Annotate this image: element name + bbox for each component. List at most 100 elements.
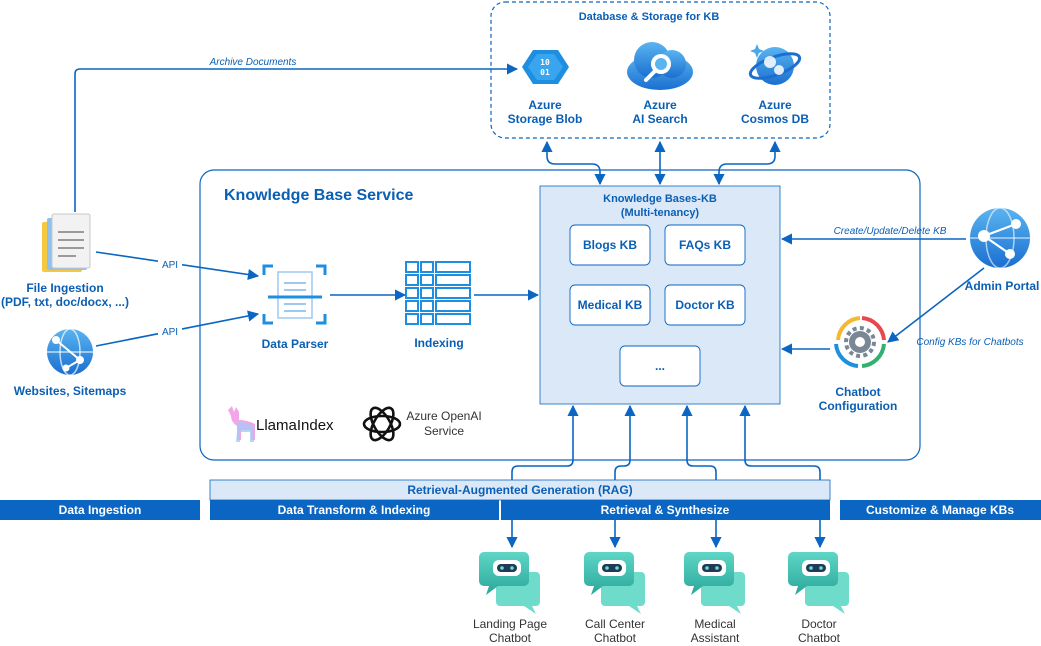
- kb-item-more[interactable]: [619, 345, 701, 387]
- call-center-chatbot[interactable]: [584, 552, 645, 614]
- kb-item-medical[interactable]: [569, 284, 651, 326]
- svg-text:01: 01: [540, 68, 550, 77]
- bot-eye-icon: [615, 566, 619, 570]
- storage-item-3-line1: Azure: [758, 98, 792, 112]
- bot-eye-icon: [510, 566, 514, 570]
- chatbot-config-label-1: Chatbot: [835, 385, 880, 399]
- connectors: [74, 63, 985, 549]
- indexing-cell: [420, 261, 434, 273]
- bot-eye-icon: [809, 566, 813, 570]
- bot-eye-icon: [705, 566, 709, 570]
- file-ingestion-icon: [42, 213, 91, 272]
- chatbot-4-label-2: Chatbot: [798, 631, 841, 645]
- indexing-cell: [420, 287, 434, 299]
- storage-item-1-line1: Azure: [528, 98, 562, 112]
- kb-item-blogs-label: Blogs KB: [583, 238, 637, 252]
- chatbot-configuration-icon: [834, 316, 886, 368]
- rag-kb-arrow-2: [614, 404, 636, 480]
- indexing-cell: [405, 313, 419, 325]
- admin-to-config-arrow: [887, 267, 985, 343]
- indexing-cell: [405, 274, 419, 286]
- bar-customize: [840, 500, 1041, 520]
- doctor-chatbot[interactable]: [788, 552, 849, 614]
- bar-retrieval: [501, 500, 830, 520]
- kb-item-faqs-label: FAQs KB: [679, 238, 731, 252]
- indexing-cell: [405, 300, 419, 312]
- chatbot-1-label-2: Chatbot: [489, 631, 532, 645]
- storage-item-2-line2: AI Search: [632, 112, 687, 126]
- chatbot-4-label-1: Doctor: [801, 617, 836, 631]
- rag-kb-arrow-1: [511, 404, 579, 480]
- chatbot-3-label-2: Assistant: [691, 631, 740, 645]
- websites-label: Websites, Sitemaps: [14, 384, 127, 398]
- chatbot-2-label-1: Call Center: [585, 617, 645, 631]
- storage-item-1-line2: Storage Blob: [508, 112, 583, 126]
- kb-item-blogs[interactable]: [569, 224, 651, 266]
- file-ingestion-label-1: File Ingestion: [26, 281, 103, 295]
- rag-kb-arrow-4: [739, 404, 821, 480]
- bot-eye-icon: [500, 566, 504, 570]
- blob-kb-arrow: [541, 140, 606, 186]
- cosmos-db-icon: [748, 44, 802, 85]
- bot-visor-icon: [806, 564, 826, 572]
- kb-item-medical-label: Medical KB: [578, 298, 643, 312]
- bot-eye-icon: [605, 566, 609, 570]
- kb-item-more-label: ...: [655, 359, 665, 373]
- llamaindex-label: LlamaIndex: [256, 417, 334, 434]
- bot-visor-icon: [602, 564, 622, 572]
- storage-group: Database & Storage for KB 10 01 Azure St…: [490, 1, 831, 139]
- bar-retrieval-label: Retrieval & Synthesize: [601, 503, 730, 517]
- ai-search-icon: [627, 42, 693, 90]
- admin-portal-icon: [970, 207, 1030, 269]
- storage-blob-icon: 10 01: [522, 50, 569, 84]
- data-parser-icon: [262, 264, 327, 325]
- bot-eye-icon: [715, 566, 719, 570]
- cosmos-kb-arrow: [713, 140, 781, 186]
- indexing-label: Indexing: [414, 336, 463, 350]
- kb-box-title-2: (Multi-tenancy): [621, 207, 700, 219]
- indexing-cell: [435, 287, 471, 299]
- kb-item-faqs[interactable]: [664, 224, 746, 266]
- admin-portal-label: Admin Portal: [965, 279, 1040, 293]
- bot-visor-icon: [702, 564, 722, 572]
- kb-item-doctor[interactable]: [664, 284, 746, 326]
- indexing-cell: [435, 313, 471, 325]
- indexing-cell: [420, 274, 434, 286]
- config-kb-label: Config KBs for Chatbots: [916, 337, 1023, 348]
- bar-transform: [210, 500, 499, 520]
- crud-kb-label: Create/Update/Delete KB: [834, 226, 947, 237]
- chatbot-1-label-1: Landing Page: [473, 617, 547, 631]
- data-parser-label: Data Parser: [262, 337, 329, 351]
- chatbot-3-label-1: Medical: [694, 617, 735, 631]
- indexing-cell: [405, 261, 419, 273]
- rag-kb-arrow-3: [681, 404, 717, 480]
- archive-arrow: [74, 63, 519, 212]
- indexing-cell: [435, 274, 471, 286]
- openai-label-2: Service: [424, 424, 464, 438]
- rag-label: Retrieval-Augmented Generation (RAG): [407, 483, 632, 497]
- svg-text:10: 10: [540, 58, 550, 67]
- kb-box-title-1: Knowledge Bases-KB: [603, 193, 717, 205]
- archive-label: Archive Documents: [209, 57, 297, 68]
- openai-label-1: Azure OpenAI: [406, 409, 481, 423]
- indexing-cell: [420, 300, 434, 312]
- indexing-cell: [435, 261, 471, 273]
- kb-item-doctor-label: Doctor KB: [675, 298, 735, 312]
- api-label-web: API: [162, 327, 178, 338]
- bar-data-ingestion-label: Data Ingestion: [59, 503, 142, 517]
- indexing-cell: [420, 313, 434, 325]
- chatbot-config-label-2: Configuration: [819, 399, 898, 413]
- llamaindex-logo-icon: [228, 406, 255, 442]
- file-ingestion-label-2: (PDF, txt, doc/docx, ...): [1, 295, 129, 309]
- bot-eye-icon: [819, 566, 823, 570]
- openai-logo-icon: [362, 406, 402, 442]
- medical-assistant-chatbot[interactable]: [684, 552, 745, 614]
- bar-data-ingestion: [0, 500, 200, 520]
- kb-service-title: Knowledge Base Service: [224, 187, 414, 204]
- chatbot-2-label-2: Chatbot: [594, 631, 637, 645]
- indexing-cell: [435, 300, 471, 312]
- bot-visor-icon: [497, 564, 517, 572]
- landing-page-chatbot[interactable]: [479, 552, 540, 614]
- bar-customize-label: Customize & Manage KBs: [866, 503, 1014, 517]
